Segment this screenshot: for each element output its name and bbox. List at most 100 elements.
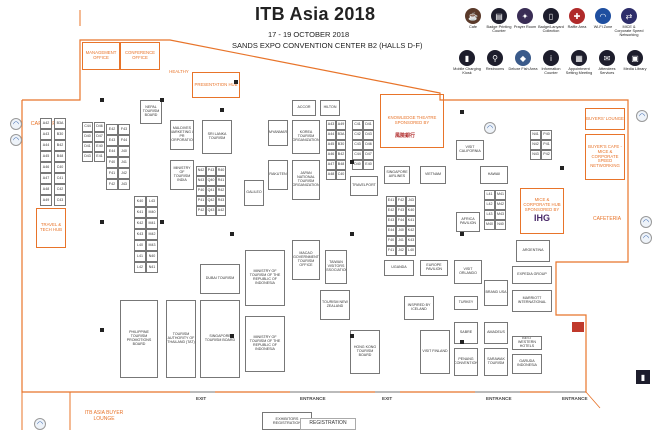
booth[interactable]: D43 (363, 130, 374, 140)
booth[interactable]: F40 (106, 157, 118, 168)
booth[interactable]: P41 (541, 140, 552, 150)
booth[interactable]: N40 (146, 251, 158, 262)
pavilion-booth[interactable]: MINISTRY OF TOURISM OF THE REPUBLIC OF I… (245, 316, 285, 372)
pavilion-booth[interactable]: EXPEDIA GROUP (512, 266, 552, 284)
booth[interactable]: C42 (352, 130, 363, 140)
booth[interactable]: A49 (40, 195, 52, 206)
legend-item[interactable]: ▦ Appointment Setting Meeting (564, 50, 594, 75)
booth[interactable]: L42 (484, 200, 495, 210)
booth[interactable]: B3A (336, 130, 346, 140)
booth[interactable]: E43 (106, 135, 118, 146)
pavilion-booth[interactable]: ACCOR (292, 100, 316, 116)
booth[interactable]: A47 (326, 160, 336, 170)
booth[interactable]: J40 (396, 226, 406, 236)
booth[interactable]: M41 (146, 218, 158, 229)
booth[interactable]: Q43 (206, 206, 216, 216)
pavilion-booth[interactable]: AFRICA PAVILION (456, 212, 480, 232)
booth[interactable]: N41 (530, 130, 541, 140)
pavilion-booth[interactable]: EUROPE PAVILION (420, 260, 448, 276)
booth[interactable]: D47 (363, 150, 374, 160)
booth[interactable]: J42 (396, 246, 406, 256)
booth[interactable]: F44 (118, 135, 130, 146)
booth[interactable]: N43 (196, 176, 206, 186)
knowledge-theatre[interactable]: KNOWLEDGE THEATRE SPONSORED BY (380, 94, 444, 148)
booth[interactable]: N42 (530, 140, 541, 150)
pavilion-booth[interactable]: TOURISM NEW ZEALAND (320, 290, 350, 320)
booth[interactable]: P42 (196, 206, 206, 216)
booth[interactable]: N40 (495, 220, 506, 230)
pavilion-booth[interactable]: TAIWAN VISITORS ASSOCIATION (325, 250, 347, 284)
booth[interactable]: D46 (94, 122, 105, 132)
booth[interactable]: E40 (94, 142, 105, 152)
buyers-lounge[interactable]: BUYERS' LOUNGE (585, 108, 625, 130)
pavilion-booth[interactable]: SRI LANKA TOURISM (202, 120, 232, 154)
booth[interactable]: K40 (134, 196, 146, 207)
booth[interactable]: B48 (54, 151, 66, 162)
pavilion-booth[interactable]: MALDIVES MARKETING & PR CORPORATION (170, 120, 194, 150)
booth[interactable]: D41 (363, 120, 374, 130)
booth[interactable]: A43 (326, 120, 336, 130)
booth[interactable]: E41 (94, 152, 105, 162)
booth[interactable]: J43 (406, 196, 416, 206)
booth[interactable]: F41 (386, 246, 396, 256)
pavilion-booth[interactable]: SARAWAK TOURISM (484, 348, 508, 376)
pavilion-booth[interactable]: VISIT ORLANDO (454, 260, 482, 284)
booth[interactable]: M40 (146, 207, 158, 218)
booth[interactable]: P42 (541, 150, 552, 160)
booth[interactable]: C40 (54, 162, 66, 173)
booth[interactable]: L43 (484, 210, 495, 220)
cafeteria-right[interactable]: CAFETERIA (592, 216, 622, 223)
booth[interactable]: M40 (484, 220, 495, 230)
booth[interactable]: Q40 (206, 176, 216, 186)
legend-item[interactable]: ▮ Mobile Charging Kiosk (452, 50, 482, 75)
booth[interactable]: K40 (406, 206, 416, 216)
pavilion-booth[interactable]: MINISTRY OF TOURISM INDIA (170, 160, 194, 190)
booth[interactable]: D40 (352, 160, 363, 170)
pavilion-booth[interactable]: VISIT CALIFORNIA (456, 140, 484, 160)
pavilion-booth[interactable]: JAPAN NATIONAL TOURISM ORGANIZATION (292, 160, 320, 200)
booth[interactable]: D40 (82, 132, 93, 142)
pavilion-booth[interactable]: HILTON (320, 100, 340, 116)
buyer-lounge-bottom[interactable]: ITB ASIA BUYER LOUNGE (84, 410, 124, 422)
booth[interactable]: L43 (146, 196, 158, 207)
booth[interactable]: B42 (54, 140, 66, 151)
booth[interactable]: L40 (134, 240, 146, 251)
booth[interactable]: F42 (396, 196, 406, 206)
buyers-cafe[interactable]: BUYER'S CAFE - MICE & CORPORATE SPEED NE… (585, 134, 625, 180)
booth[interactable]: A42 (216, 206, 226, 216)
booth[interactable]: C41 (54, 173, 66, 184)
pavilion-booth[interactable]: PENANG CONVENTION (454, 348, 478, 376)
booth[interactable]: M43 (146, 240, 158, 251)
pavilion-booth[interactable]: MACAO GOVERNMENT TOURISM OFFICE (292, 240, 320, 280)
pavilion-booth[interactable]: GARUDA INDONESIA (512, 354, 542, 374)
booth[interactable]: P43 (206, 166, 216, 176)
booth[interactable]: J42 (118, 168, 130, 179)
booth[interactable]: B30 (54, 129, 66, 140)
booth[interactable]: F43 (396, 206, 406, 216)
booth[interactable]: A45 (40, 151, 52, 162)
pavilion-booth[interactable]: SABRE (454, 322, 478, 344)
legend-item[interactable]: ▯ Badge/Lanyard Collection (536, 8, 566, 33)
booth[interactable]: E42 (386, 206, 396, 216)
booth[interactable]: C43 (54, 195, 66, 206)
booth[interactable]: F42 (106, 179, 118, 190)
booth[interactable]: L42 (134, 262, 146, 273)
booth[interactable]: E44 (386, 226, 396, 236)
booth[interactable]: A44 (326, 130, 336, 140)
booth[interactable]: K41 (406, 216, 416, 226)
pavilion-booth[interactable]: PHILIPPINE TOURISM PROMOTIONS BOARD (120, 300, 158, 378)
legend-item[interactable]: ✦ Prayer Room (510, 8, 540, 29)
pavilion-booth[interactable]: SINGAPORE TOURISM BOARD (200, 300, 240, 378)
pavilion-booth[interactable]: TOURISM AUTHORITY OF THAILAND (TAT) (166, 300, 196, 378)
legend-item[interactable]: ◠ Wi-Fi Zone (588, 8, 618, 29)
booth[interactable]: A47 (40, 173, 52, 184)
booth[interactable]: P41 (196, 196, 206, 206)
booth[interactable]: E43 (386, 216, 396, 226)
booth[interactable]: C40 (336, 170, 346, 180)
pavilion-booth[interactable]: NEPAL TOURISM BOARD (140, 100, 162, 124)
booth[interactable]: K43 (134, 229, 146, 240)
booth[interactable]: A42 (40, 118, 52, 129)
booth[interactable]: M43 (495, 210, 506, 220)
booth[interactable]: L40 (406, 246, 416, 256)
booth[interactable]: K43 (406, 236, 416, 246)
